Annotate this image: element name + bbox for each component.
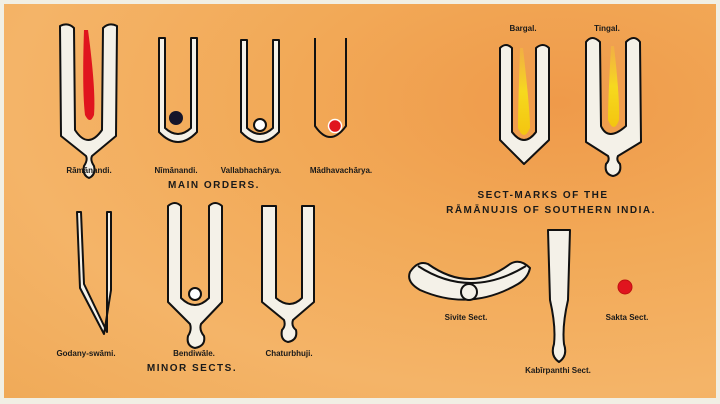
madhavacharya-mark <box>314 38 347 138</box>
vallabhacharya-mark <box>240 39 280 143</box>
tingal-mark <box>585 37 642 177</box>
caption-main-orders: MAIN ORDERS. <box>168 180 260 191</box>
sivite-mark <box>408 260 531 301</box>
label-bendiwale: Bendiwāle. <box>173 349 215 358</box>
label-tingal: Tingal. <box>594 24 620 33</box>
sakta-mark <box>617 279 633 295</box>
caption-ramanujis-line2: RĀMĀNUJIS OF SOUTHERN INDIA. <box>446 205 656 216</box>
label-nimanandi: Nīmānandi. <box>154 166 198 175</box>
label-sivite: Sivite Sect. <box>444 313 488 322</box>
kabirpanthi-mark <box>547 229 571 363</box>
nimanandi-mark <box>158 37 198 143</box>
caption-ramanujis-line1: SECT-MARKS OF THE <box>477 190 609 201</box>
ramanandi-mark <box>59 23 118 179</box>
label-ramanandi: Rāmānandi. <box>66 166 112 175</box>
sect-marks-drawings <box>59 23 642 363</box>
sect-marks-plate <box>4 4 716 398</box>
chaturbhuji-mark <box>261 205 315 343</box>
label-kabirpanthi: Kabīrpanthi Sect. <box>525 366 591 375</box>
caption-minor-sects: MINOR SECTS. <box>146 363 238 374</box>
label-sakta: Sakta Sect. <box>605 313 649 322</box>
bendiwale-mark <box>167 202 223 349</box>
label-godany-swami: Godany-swāmi. <box>56 349 116 358</box>
label-vallabhacharya: Vallabhachārya. <box>220 166 282 175</box>
label-madhavacharya: Mādhavachārya. <box>309 166 373 175</box>
label-bargal: Bargal. <box>509 24 537 33</box>
bargal-mark <box>499 44 550 165</box>
godany-swami-mark <box>76 211 112 335</box>
label-chaturbhuji: Chaturbhuji. <box>265 349 313 358</box>
